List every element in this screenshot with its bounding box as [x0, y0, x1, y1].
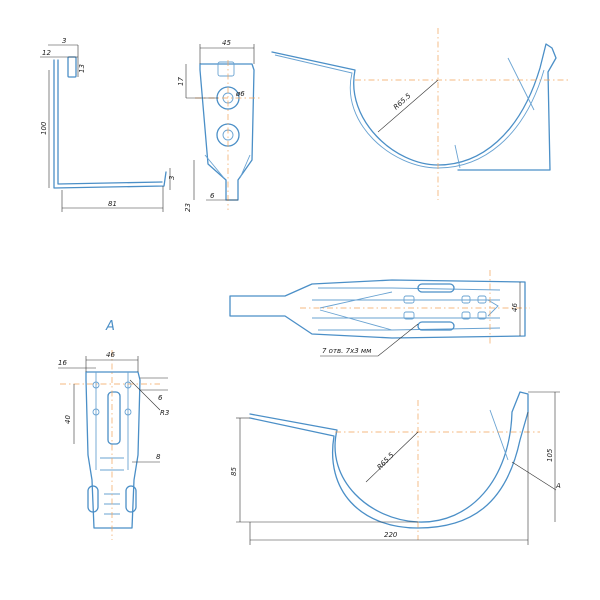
dim-6-detail: 6 — [158, 394, 163, 402]
dim-85: 85 — [230, 467, 238, 476]
dim-radius-top: R65.5 — [392, 91, 413, 111]
top-plan-view: 46 7 отв. 7х3 мм — [229, 270, 530, 357]
dim-r3: R3 — [160, 409, 169, 417]
callout-a: A — [555, 482, 561, 490]
detail-a-view: A 46 16 40 6 R3 8 — [58, 319, 169, 540]
dim-46-detail: 46 — [106, 351, 115, 359]
dim-3: 3 — [62, 37, 66, 45]
dim-100: 100 — [40, 121, 48, 135]
dim-8: 8 — [156, 453, 161, 461]
dim-12: 12 — [42, 49, 51, 57]
dim-3-right: 3 — [168, 176, 176, 180]
dim-23: 23 — [184, 203, 192, 212]
bottom-arc-view: R65.5 85 105 220 A — [230, 391, 561, 545]
dim-81: 81 — [108, 200, 117, 208]
slots-note: 7 отв. 7х3 мм — [322, 347, 372, 355]
dim-16: 16 — [58, 359, 67, 367]
dim-220: 220 — [384, 531, 398, 539]
dim-40: 40 — [64, 415, 72, 424]
dim-105: 105 — [546, 448, 554, 462]
dim-6: 6 — [210, 192, 215, 200]
view-label-a: A — [105, 319, 115, 334]
dim-46-plan: 46 — [511, 303, 519, 312]
side-view: 3 12 13 100 81 3 — [40, 37, 176, 212]
dim-dia6: ø6 — [235, 90, 245, 98]
dim-17: 17 — [177, 77, 185, 86]
dim-45: 45 — [222, 39, 231, 47]
top-arc-view: R65.5 — [271, 28, 570, 200]
dim-radius-bottom: R65.5 — [376, 451, 396, 472]
dim-13: 13 — [78, 64, 86, 73]
front-view: 45 17 ø6 23 6 — [177, 39, 262, 212]
